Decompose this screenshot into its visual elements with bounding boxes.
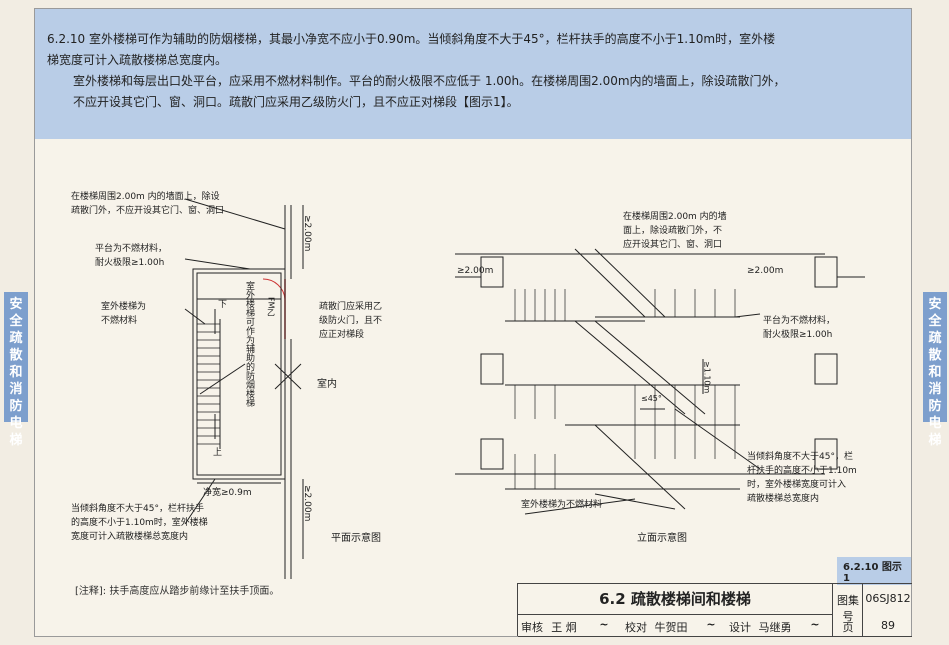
- plan-stair-material-label: 室外楼梯为: [101, 300, 146, 312]
- plan-platform-label: 平台为不燃材料，: [95, 242, 167, 254]
- plan-stair-material-label: 不燃材料: [101, 314, 137, 326]
- checker-name: 牛贺田: [654, 621, 688, 634]
- elev-dim-angle: ≤45°: [641, 394, 662, 403]
- elev-angle-label: 当倾斜角度不大于45°，栏: [747, 450, 853, 462]
- drawing-area: 在楼梯周围2.00m 内的墙面上，除设 疏散门外，不应开设其它门、窗、洞口 平台…: [71, 190, 865, 579]
- designer-name: 马继勇: [758, 621, 792, 634]
- elev-dim-rail: ≥1.10m: [703, 361, 712, 394]
- note-line: 不应开设其它门、窗、洞口。疏散门应采用乙级防火门，且不应正对梯段【图示1】。: [73, 95, 519, 109]
- checker-signature: ~: [706, 618, 716, 631]
- elev-wall-label: 面上，除设疏散门外，不: [623, 224, 722, 236]
- note-line: 梯宽度可计入疏散楼梯总宽度内。: [47, 53, 228, 67]
- plan-wall-label: 疏散门外，不应开设其它门、窗、洞口: [71, 204, 224, 216]
- review-label: 审核: [521, 621, 543, 634]
- plan-angle-label: 的高度不小于1.10m时，室外楼梯: [71, 516, 208, 528]
- design-label: 设计: [729, 621, 751, 634]
- atlas-label: 图集号: [837, 594, 859, 623]
- plan-dim-top: ≥2.00m: [302, 215, 312, 251]
- plan-platform-label: 耐火极限≥1.00h: [95, 256, 164, 268]
- reviewer-name: 王 炯: [551, 621, 577, 634]
- plan-down-label: 下: [218, 300, 227, 310]
- elev-material-label: 室外楼梯为不燃材料: [521, 498, 602, 510]
- elev-wall-label: 在楼梯周围2.00m 内的墙: [623, 210, 727, 222]
- note-line: 6.2.10 室外楼梯可作为辅助的防烟楼梯，其最小净宽不应小于0.90m。当倾斜…: [47, 32, 776, 46]
- side-tab-text: 安全疏散和消防电梯: [9, 297, 23, 448]
- footnote: [注释]: 扶手高度应从踏步前缘计至扶手顶面。: [75, 586, 280, 597]
- drawing-title: 6.2 疏散楼梯间和楼梯: [518, 584, 833, 615]
- reviewer-signature: ~: [599, 618, 609, 631]
- title-block: 6.2 疏散楼梯间和楼梯 图集号 06SJ812 审核 王 炯 ~ 校对 牛贺田…: [517, 583, 912, 637]
- plan-vertical-label: 室外楼梯可作为辅助的防烟楼梯: [244, 280, 255, 408]
- plan-room-label: 室内: [317, 377, 337, 390]
- atlas-number: 06SJ812: [865, 592, 911, 605]
- plan-wall-label: 在楼梯周围2.00m 内的墙面上，除设: [71, 190, 220, 202]
- plan-fm-label: FM乙: [267, 297, 276, 317]
- plan-dim-bottom: ≥2.00m: [302, 485, 312, 521]
- side-tab-text: 安全疏散和消防电梯: [928, 297, 942, 448]
- elev-dim-right: ≥2.00m: [747, 266, 783, 276]
- plan-angle-label: 当倾斜角度不大于45°，栏杆扶手: [71, 502, 204, 514]
- side-tab-right: 安全疏散和消防电梯: [923, 292, 947, 448]
- plan-door-label: 应正对梯段: [319, 328, 364, 340]
- plan-up-label: 上: [213, 447, 222, 458]
- side-tab-left: 安全疏散和消防电梯: [4, 292, 28, 448]
- elev-angle-label: 疏散楼梯总宽度内: [747, 492, 819, 504]
- plan-dim-width: 净宽≥0.9m: [203, 486, 252, 498]
- elev-dim-left: ≥2.00m: [457, 266, 493, 276]
- designer-signature: ~: [810, 618, 820, 631]
- plan-angle-label: 宽度可计入疏散楼梯总宽度内: [71, 530, 188, 542]
- elev-angle-label: 杆扶手的高度不小于1.10m: [747, 464, 857, 476]
- plan-door-label: 级防火门，且不: [319, 314, 382, 326]
- plan-door-label: 疏散门应采用乙: [319, 300, 382, 312]
- page-label: 页: [842, 621, 854, 634]
- elev-title: 立面示意图: [637, 531, 687, 544]
- check-label: 校对: [625, 621, 647, 634]
- elev-platform-label: 平台为不燃材料，: [763, 314, 835, 326]
- clause-note: 6.2.10 室外楼梯可作为辅助的防烟楼梯，其最小净宽不应小于0.90m。当倾斜…: [35, 9, 911, 139]
- elev-angle-label: 时，室外楼梯宽度可计入: [747, 478, 846, 490]
- figure-tag: 6.2.10 图示1: [837, 557, 911, 585]
- elev-wall-label: 应开设其它门、窗、洞口: [623, 238, 722, 250]
- note-line: 室外楼梯和每层出口处平台，应采用不燃材料制作。平台的耐火极限不应低于 1.00h…: [73, 74, 786, 88]
- drawing-sheet: 6.2.10 室外楼梯可作为辅助的防烟楼梯，其最小净宽不应小于0.90m。当倾斜…: [34, 8, 912, 637]
- page-number: 89: [881, 619, 895, 632]
- elev-platform-label: 耐火极限≥1.00h: [763, 328, 832, 340]
- plan-title: 平面示意图: [331, 531, 381, 544]
